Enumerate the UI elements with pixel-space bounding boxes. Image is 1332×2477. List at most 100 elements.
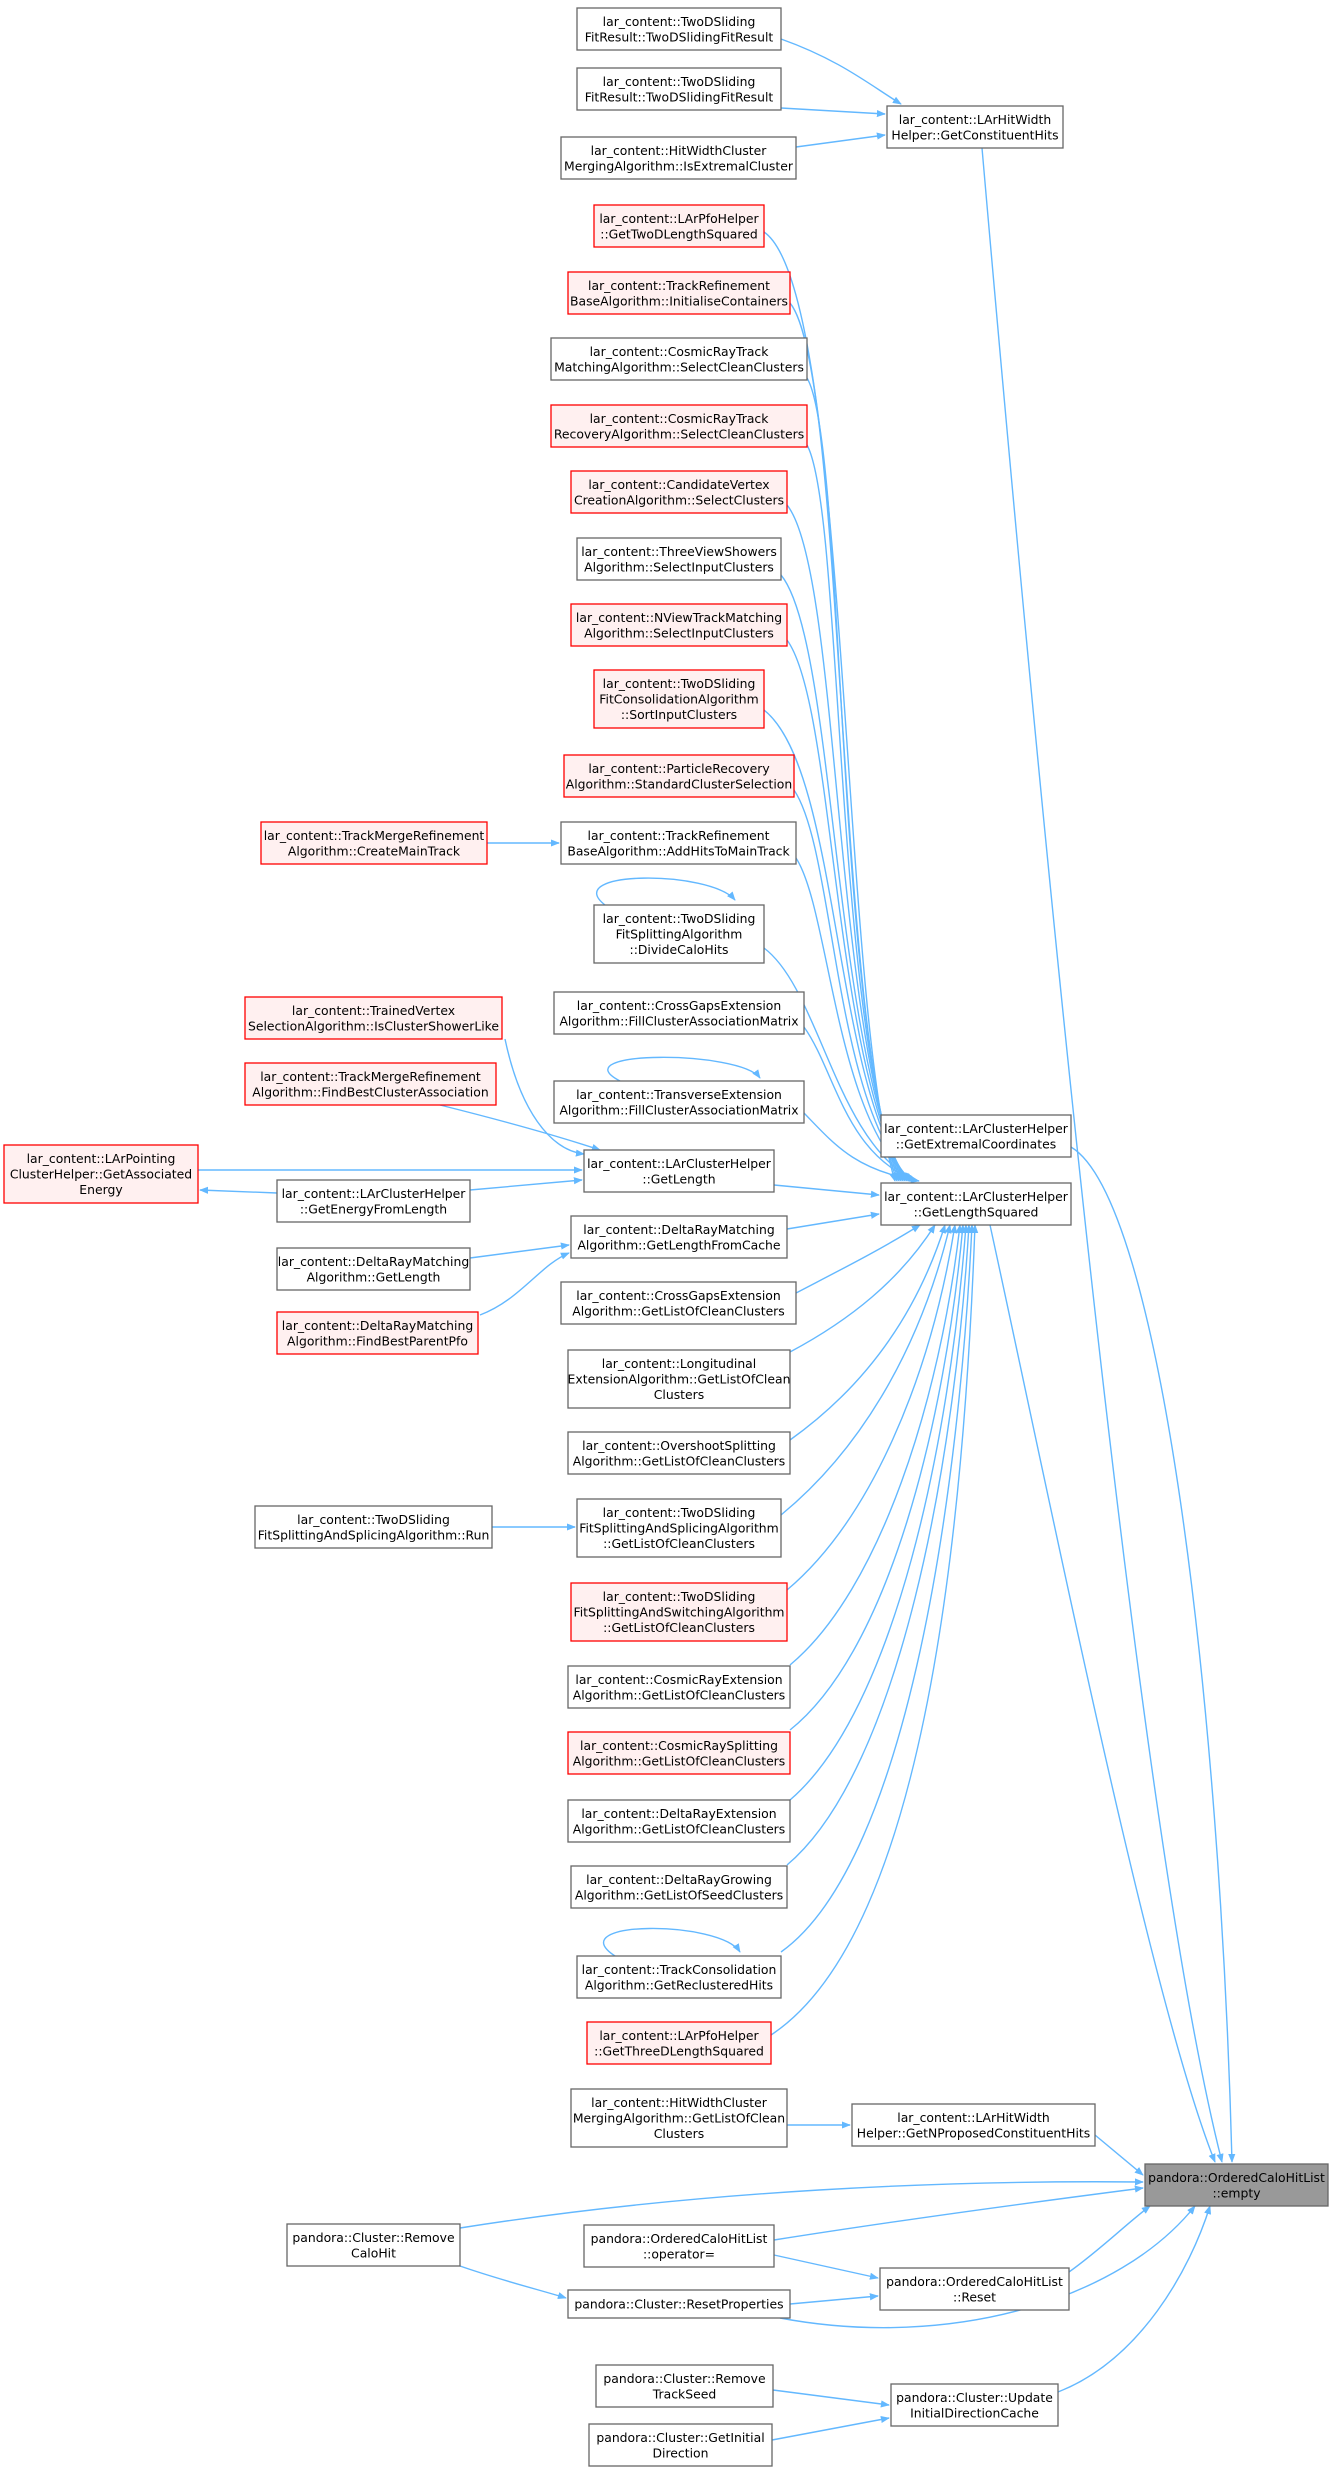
graph-node[interactable]: lar_content::LArPointingClusterHelper::G… (3, 1144, 199, 1204)
node-box (890, 2383, 1059, 2427)
graph-node[interactable]: lar_content::CosmicRayExtensionAlgorithm… (567, 1665, 791, 1709)
edge-n20-to-n25 (803, 1112, 920, 1184)
graph-node[interactable]: lar_content::TwoDSlidingFitResult::TwoDS… (576, 67, 782, 111)
graph-node[interactable]: lar_content::DeltaRayMatchingAlgorithm::… (570, 1215, 788, 1259)
graph-node[interactable]: pandora::Cluster::ResetProperties (567, 2289, 791, 2319)
graph-node[interactable]: lar_content::TrackMergeRefinementAlgorit… (244, 1062, 497, 1106)
edge-n24-to-n43 (1070, 1146, 1236, 2163)
graph-node[interactable]: lar_content::CosmicRayTrackRecoveryAlgor… (550, 404, 808, 448)
graph-node[interactable]: lar_content::TrackMergeRefinementAlgorit… (260, 821, 488, 865)
graph-node[interactable]: lar_content::CrossGapsExtensionAlgorithm… (560, 1281, 797, 1325)
graph-node[interactable]: lar_content::ParticleRecoveryAlgorithm::… (563, 754, 795, 798)
graph-node[interactable]: lar_content::OvershootSplittingAlgorithm… (567, 1431, 791, 1475)
graph-node[interactable]: lar_content::DeltaRayMatchingAlgorithm::… (276, 1247, 471, 1291)
edge-n18-to-n22 (504, 1038, 585, 1157)
graph-node[interactable]: lar_content::TwoDSlidingFitSplittingAndS… (576, 1498, 782, 1558)
graph-node[interactable]: lar_content::TwoDSlidingFitSplittingAlgo… (593, 904, 765, 964)
node-label: ExtensionAlgorithm::GetListOfClean (568, 1372, 791, 1387)
graph-node[interactable]: lar_content::DeltaRayExtensionAlgorithm:… (567, 1799, 791, 1843)
graph-node[interactable]: lar_content::TrainedVertexSelectionAlgor… (244, 996, 503, 1040)
edge-n19-to-n22 (439, 1104, 601, 1151)
edge-n47-to-n46 (789, 2293, 879, 2305)
graph-node[interactable]: pandora::OrderedCaloHitList::empty (1144, 2163, 1329, 2207)
node-box (851, 2103, 1096, 2147)
edge-n49-to-n43 (1057, 2205, 1212, 2393)
node-label: lar_content::TransverseExtension (576, 1087, 782, 1102)
node-box (276, 1179, 471, 1223)
graph-node[interactable]: lar_content::LArHitWidthHelper::GetConst… (886, 105, 1064, 149)
node-box (244, 996, 503, 1040)
graph-node[interactable]: pandora::Cluster::UpdateInitialDirection… (890, 2383, 1059, 2427)
node-label: lar_content::NViewTrackMatching (576, 610, 782, 625)
node-box (583, 1149, 775, 1193)
edge-n33-to-n25 (780, 1224, 952, 1516)
node-box (570, 2088, 788, 2148)
node-box (3, 1144, 199, 1204)
node-box (583, 2224, 775, 2268)
graph-node[interactable]: lar_content::TwoDSlidingFitSplittingAndS… (254, 1505, 493, 1549)
graph-node[interactable]: lar_content::LArClusterHelper::GetEnergy… (276, 1179, 471, 1223)
node-label: Algorithm::GetListOfCleanClusters (573, 1687, 786, 1702)
graph-node[interactable]: lar_content::ThreeViewShowersAlgorithm::… (576, 537, 782, 581)
edge-n9-to-n25 (786, 504, 904, 1182)
node-label: lar_content::DeltaRayMatching (282, 1318, 473, 1333)
graph-node[interactable]: lar_content::LongitudinalExtensionAlgori… (567, 1349, 791, 1409)
node-label: Algorithm::FindBestParentPfo (287, 1333, 468, 1348)
graph-node[interactable]: lar_content::NViewTrackMatchingAlgorithm… (570, 603, 788, 647)
node-label: CreationAlgorithm::SelectClusters (574, 492, 784, 507)
graph-node[interactable]: lar_content::LArHitWidthHelper::GetNProp… (851, 2103, 1096, 2147)
graph-node[interactable]: lar_content::DeltaRayGrowingAlgorithm::G… (570, 1865, 788, 1909)
node-label: lar_content::LArPointing (27, 1151, 176, 1166)
node-label: lar_content::LArClusterHelper (282, 1186, 467, 1201)
node-label: Algorithm::FindBestClusterAssociation (252, 1084, 488, 1099)
edge-n26-to-n25 (786, 1211, 880, 1230)
node-label: lar_content::TwoDSliding (603, 14, 756, 29)
graph-node[interactable]: lar_content::CosmicRaySplittingAlgorithm… (567, 1731, 791, 1775)
graph-node[interactable]: lar_content::TransverseExtensionAlgorith… (553, 1080, 805, 1124)
node-label: RecoveryAlgorithm::SelectCleanClusters (554, 426, 804, 441)
graph-node[interactable]: lar_content::DeltaRayMatchingAlgorithm::… (276, 1311, 479, 1355)
node-label: MatchingAlgorithm::SelectCleanClusters (554, 359, 804, 374)
graph-node[interactable]: lar_content::HitWidthClusterMergingAlgor… (570, 2088, 788, 2148)
node-label: lar_content::TwoDSliding (603, 676, 756, 691)
graph-node[interactable]: lar_content::TrackConsolidationAlgorithm… (576, 1955, 782, 1999)
node-label: lar_content::LArPfoHelper (599, 211, 759, 226)
node-box (880, 1114, 1072, 1158)
graph-node[interactable]: pandora::OrderedCaloHitList::operator= (583, 2224, 775, 2268)
node-label: Algorithm::GetListOfCleanClusters (572, 1303, 785, 1318)
graph-node[interactable]: lar_content::TwoDSlidingFitResult::TwoDS… (576, 7, 782, 51)
edge-n38-to-n25 (786, 1224, 973, 1866)
graph-node[interactable]: lar_content::TwoDSlidingFitSplittingAndS… (570, 1582, 788, 1642)
graph-node[interactable]: lar_content::LArClusterHelper::GetExtrem… (880, 1114, 1072, 1158)
node-label: ::DivideCaloHits (630, 942, 729, 957)
node-label: Algorithm::GetListOfCleanClusters (573, 1821, 786, 1836)
graph-node[interactable]: lar_content::LArClusterHelper::GetLength (583, 1149, 775, 1193)
graph-node[interactable]: pandora::OrderedCaloHitList::Reset (879, 2267, 1070, 2311)
graph-node[interactable]: lar_content::LArPfoHelper::GetThreeDLeng… (586, 2021, 772, 2065)
graph-node[interactable]: lar_content::LArClusterHelper::GetLength… (880, 1182, 1072, 1226)
node-label: pandora::OrderedCaloHitList (886, 2274, 1063, 2289)
node-box (550, 404, 808, 448)
graph-node[interactable]: lar_content::TrackRefinementBaseAlgorith… (567, 271, 791, 315)
node-box (1144, 2163, 1329, 2207)
node-box (254, 1505, 493, 1549)
graph-node[interactable]: lar_content::LArPfoHelper::GetTwoDLength… (593, 204, 765, 248)
graph-node[interactable]: lar_content::CrossGapsExtensionAlgorithm… (553, 991, 805, 1035)
node-label: ::SortInputClusters (621, 707, 737, 722)
node-label: FitSplittingAndSplicingAlgorithm::Run (258, 1527, 490, 1542)
node-box (276, 1311, 479, 1355)
graph-node[interactable]: lar_content::TwoDSlidingFitConsolidation… (593, 669, 765, 729)
graph-node[interactable]: lar_content::HitWidthClusterMergingAlgor… (560, 136, 797, 180)
graph-node[interactable]: lar_content::CosmicRayTrackMatchingAlgor… (550, 337, 808, 381)
edge-n40-to-n25 (770, 1224, 979, 2036)
graph-node[interactable]: lar_content::CandidateVertexCreationAlgo… (570, 470, 788, 514)
edge-n2-to-n4 (780, 107, 886, 118)
node-box (588, 2423, 773, 2467)
graph-node[interactable]: lar_content::TrackRefinementBaseAlgorith… (560, 821, 797, 865)
edge-n27-to-n26 (469, 1242, 570, 1259)
node-box (570, 1215, 788, 1259)
